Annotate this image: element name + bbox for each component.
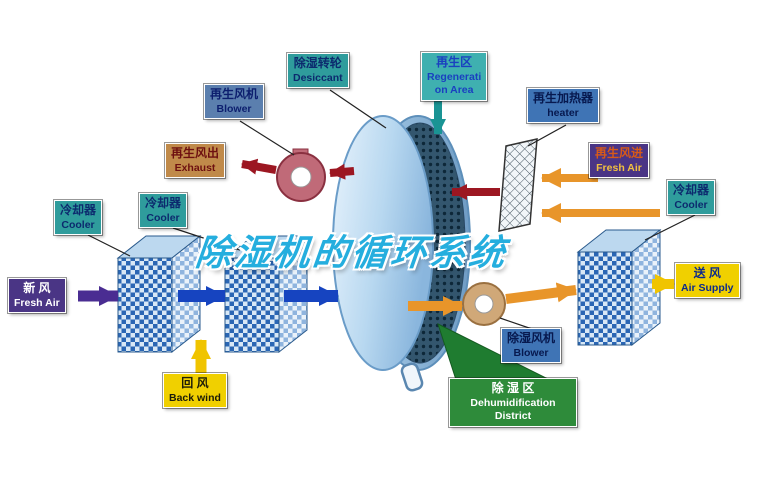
label-cooler-left-outer: 冷却器 Cooler xyxy=(52,198,104,237)
process-fan xyxy=(462,282,506,326)
label-regen-blower: 再生风机 Blower xyxy=(202,82,266,121)
flow-arrows xyxy=(78,98,675,374)
regen-fan xyxy=(276,148,326,202)
label-regen-fresh-air: 再生风进 Fresh Air xyxy=(587,141,651,180)
label-regeneration-area: 再生区 Regenerati on Area xyxy=(419,51,489,102)
label-air-supply: 送 风 Air Supply xyxy=(674,261,741,300)
label-fresh-air: 新 风 Fresh Air xyxy=(7,276,67,315)
label-dehumidification-district: 除 湿 区 Dehumidification District xyxy=(448,377,578,428)
arrow-rotor-to-fan1 xyxy=(329,163,355,180)
label-desiccant: 除湿转轮 Desiccant xyxy=(286,51,350,90)
label-back-wind: 回 风 Back wind xyxy=(162,371,228,410)
label-heater: 再生加热器 heater xyxy=(525,86,601,125)
label-cooler-left-inner: 冷却器 Cooler xyxy=(137,191,189,230)
label-cooler-right: 冷却器 Cooler xyxy=(665,178,717,217)
arrow-fan2-to-cooler xyxy=(505,282,577,304)
label-exhaust: 再生风出 Exhaust xyxy=(163,141,227,180)
rotor-drive xyxy=(400,362,424,392)
arrow-fan1-to-exhaust xyxy=(241,158,277,175)
label-dehumid-blower: 除湿风机 Blower xyxy=(499,326,563,365)
leader-lines xyxy=(87,89,696,330)
heater-element xyxy=(498,138,538,232)
diagram-title: 除湿机的循环系统 xyxy=(193,232,510,273)
heat-exchanger-right xyxy=(576,228,662,347)
